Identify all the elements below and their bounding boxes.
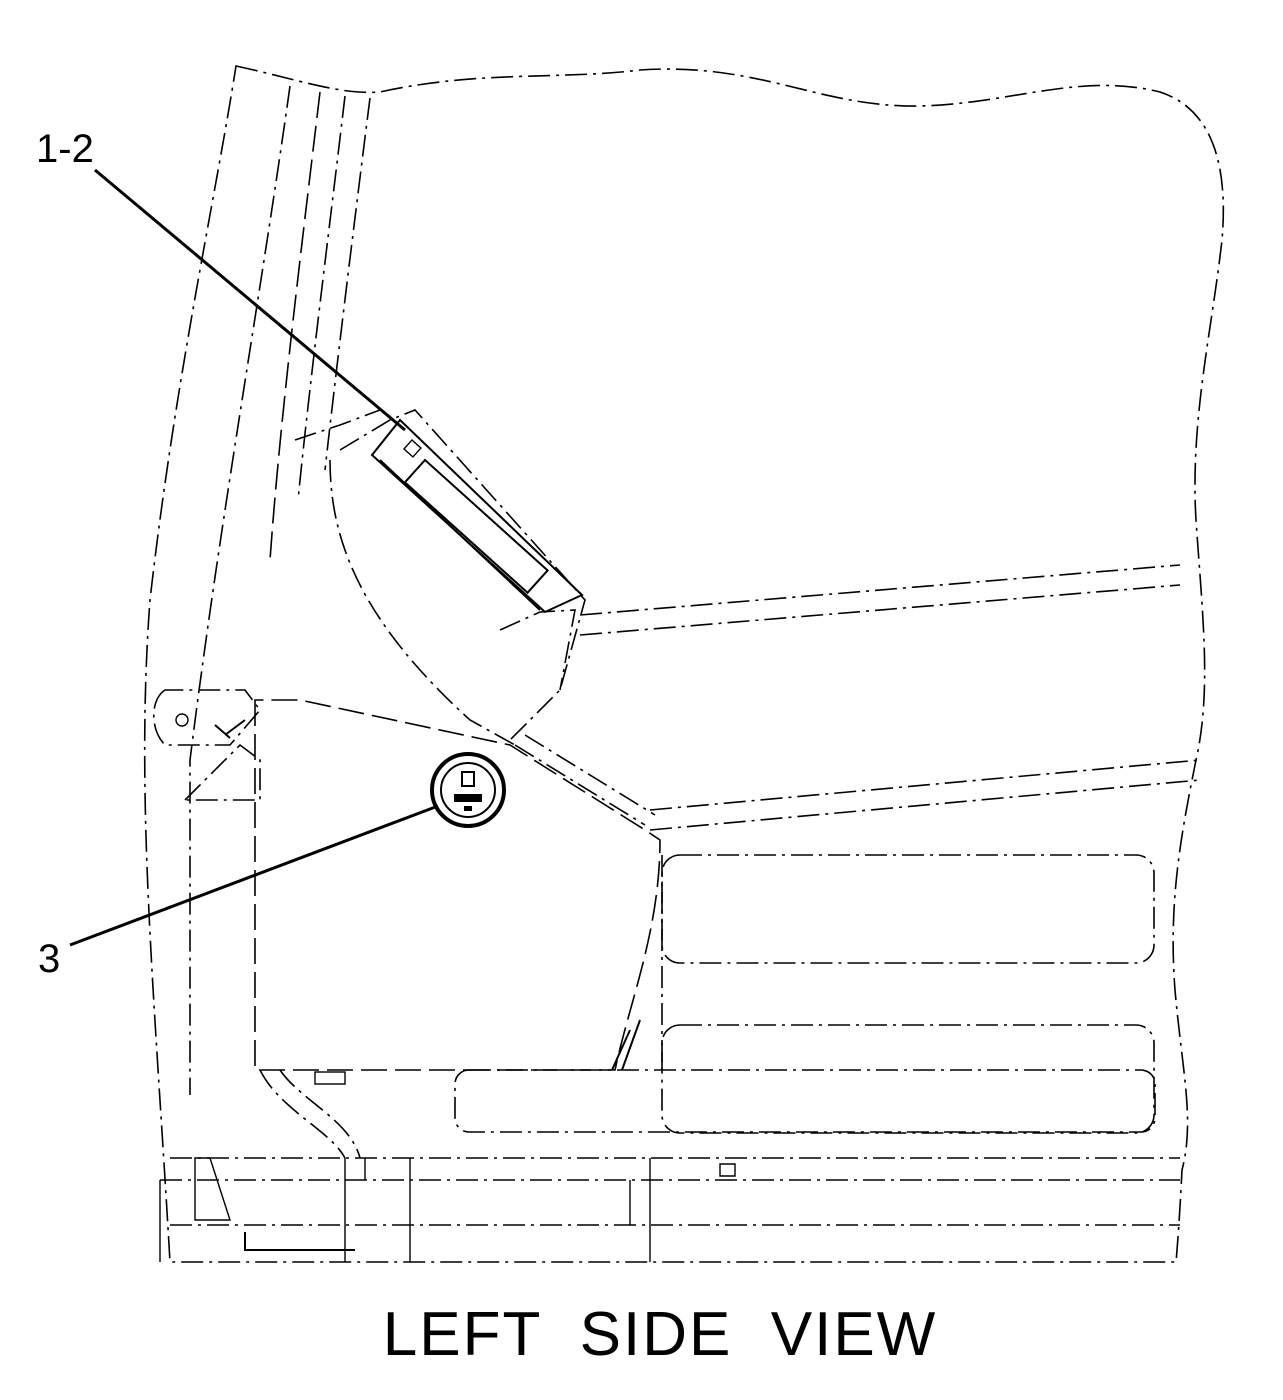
cab-outline: [143, 65, 1225, 1263]
console-panel: [254, 409, 661, 1071]
callout-3: 3: [38, 937, 60, 981]
callout-1-2: 1-2: [36, 127, 94, 171]
floor-frame: [159, 1069, 1180, 1262]
pillar-hinge: [153, 689, 262, 801]
leader-line-1-2: [94, 168, 406, 432]
side-panels: [454, 854, 1156, 1134]
switch-knob: [430, 752, 506, 828]
leader-line-3: [69, 804, 439, 947]
monitor-housing: [339, 409, 586, 741]
view-caption: LEFT SIDE VIEW: [383, 1300, 938, 1369]
